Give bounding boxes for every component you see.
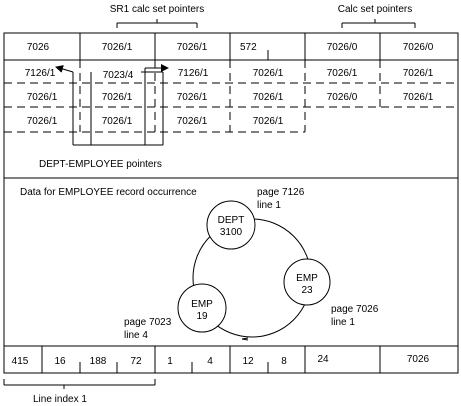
pointer-cell: 7026/1 bbox=[403, 68, 434, 79]
pointer-cell: 7026/1 bbox=[102, 92, 133, 103]
line-index-label: Line index 1 bbox=[33, 394, 87, 405]
pointer-cell: 7026/1 bbox=[253, 68, 284, 79]
emp23-node: EMP 23 bbox=[283, 258, 331, 306]
bottom-cell: 8 bbox=[281, 356, 287, 367]
emp19-node-value: 19 bbox=[196, 311, 208, 322]
dept-node-name: DEPT bbox=[218, 215, 245, 226]
dept-page-label: page 7126 bbox=[257, 187, 305, 198]
pointer-cell: 7026/1 bbox=[253, 92, 284, 103]
pointer-cell: 7026/1 bbox=[177, 92, 208, 103]
pointer-cell: 7026/1 bbox=[403, 92, 434, 103]
ring-arrowhead bbox=[241, 337, 249, 341]
bottom-cell: 1 bbox=[167, 356, 173, 367]
header-cell: 7026/1 bbox=[177, 42, 208, 53]
pointer-cell: 7026/1 bbox=[327, 68, 358, 79]
emp23-line-label: line 1 bbox=[331, 317, 355, 328]
header-cell: 7026/0 bbox=[327, 42, 358, 53]
emp19-node-name: EMP bbox=[191, 299, 213, 310]
pointer-cell: 7026/1 bbox=[253, 116, 284, 127]
pointer-grid bbox=[4, 60, 458, 133]
bottom-cell: 415 bbox=[12, 356, 29, 367]
header-cell: 572 bbox=[240, 42, 257, 53]
calc-pointers-label: Calc set pointers bbox=[338, 4, 412, 15]
pointer-cell: 7026/0 bbox=[327, 92, 358, 103]
emp19-node: EMP 19 bbox=[177, 283, 227, 333]
dept-line-label: line 1 bbox=[257, 200, 281, 211]
pointer-cell: 7026/1 bbox=[27, 116, 58, 127]
bottom-cell: 7026 bbox=[407, 354, 430, 365]
line-index-bracket bbox=[3, 379, 156, 389]
sr1-pointers-label: SR1 calc set pointers bbox=[110, 4, 205, 15]
header-cell: 7026/0 bbox=[403, 42, 434, 53]
header-cell: 7026/1 bbox=[102, 42, 133, 53]
dept-employee-pointers-label: DEPT-EMPLOYEE pointers bbox=[39, 159, 162, 170]
header-row-cells bbox=[79, 33, 381, 60]
page-box bbox=[3, 32, 459, 374]
bottom-row-cells bbox=[41, 346, 381, 373]
emp19-line-label: line 4 bbox=[124, 330, 148, 341]
bottom-cell: 16 bbox=[54, 356, 66, 367]
bottom-cell: 72 bbox=[130, 356, 142, 367]
bottom-cell: 4 bbox=[207, 356, 213, 367]
pointer-cell: 7026/1 bbox=[27, 92, 58, 103]
dept-node: DEPT 3100 bbox=[206, 200, 256, 250]
header-cell: 7026 bbox=[27, 42, 50, 53]
sr1-bracket bbox=[116, 19, 198, 28]
dept-employee-arrows bbox=[55, 64, 169, 146]
bottom-cell: 12 bbox=[242, 356, 254, 367]
calc-bracket bbox=[341, 19, 416, 28]
pointer-cell: 7026/1 bbox=[102, 116, 133, 127]
emp19-page-label: page 7023 bbox=[124, 317, 172, 328]
emp23-page-label: page 7026 bbox=[331, 304, 379, 315]
bottom-cell: 188 bbox=[90, 356, 107, 367]
emp23-node-name: EMP bbox=[296, 273, 318, 284]
pointer-cell: 7126/1 bbox=[178, 68, 209, 79]
data-label: Data for EMPLOYEE record occurrence bbox=[20, 187, 197, 198]
emp23-node-value: 23 bbox=[301, 285, 313, 296]
bottom-cell: 24 bbox=[317, 354, 329, 365]
pointer-cell: 7023/4 bbox=[103, 70, 134, 81]
pointer-cell: 7026/1 bbox=[177, 116, 208, 127]
pointer-cell: 7126/1 bbox=[25, 68, 56, 79]
dept-node-value: 3100 bbox=[220, 227, 243, 238]
